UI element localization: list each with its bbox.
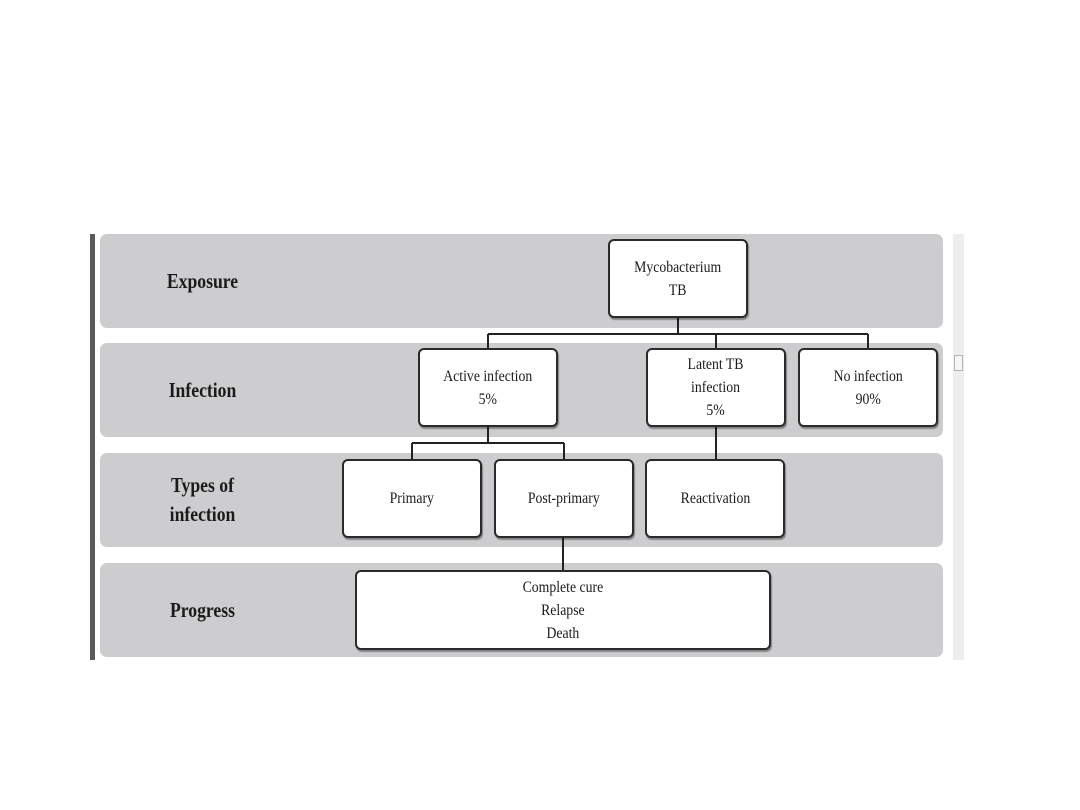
node-reactivation-text: Reactivation <box>680 490 750 507</box>
row-label-types: Types of infection <box>169 473 236 526</box>
left-edge-bar <box>90 234 95 660</box>
node-outcomes: Complete cure Relapse Death <box>355 570 771 650</box>
row-label-infection: Infection <box>168 377 237 402</box>
node-post-primary-text: Post-primary <box>528 490 600 507</box>
node-outcomes-text: Complete cure Relapse Death <box>522 578 604 642</box>
node-mycobacterium-tb: Mycobacterium TB <box>608 239 748 318</box>
row-band-exposure <box>100 234 943 328</box>
row-label-exposure: Exposure <box>166 268 239 293</box>
node-latent-tb-infection-text: Latent TB infection 5% <box>688 356 744 419</box>
node-primary: Primary <box>342 459 482 538</box>
node-no-infection-text: No infection 90% <box>833 367 903 408</box>
right-scroll-handle[interactable] <box>954 355 963 371</box>
node-active-infection-text: Active infection 5% <box>443 367 533 408</box>
row-label-progress: Progress <box>169 597 235 622</box>
node-active-infection: Active infection 5% <box>418 348 558 427</box>
node-post-primary: Post-primary <box>494 459 634 538</box>
node-mycobacterium-tb-text: Mycobacterium TB <box>634 258 722 299</box>
node-no-infection: No infection 90% <box>798 348 938 427</box>
node-reactivation: Reactivation <box>645 459 785 538</box>
node-primary-text: Primary <box>389 490 435 507</box>
node-latent-tb-infection: Latent TB infection 5% <box>646 348 786 427</box>
right-scroll-strip[interactable] <box>953 234 964 660</box>
